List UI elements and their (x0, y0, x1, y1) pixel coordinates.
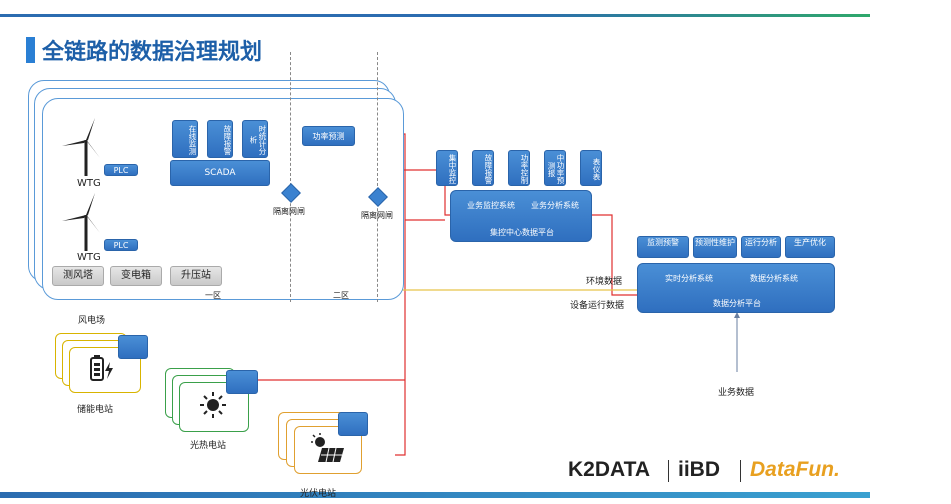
center-module: 中功率预测报 (544, 150, 566, 186)
met-tower-box: 测风塔 (52, 266, 104, 286)
center-platform-label: 集控中心数据平台 (490, 228, 554, 237)
zone2-label: 二区 (333, 291, 349, 300)
plc-box: PLC (104, 239, 138, 251)
k2data-logo: K2DATA (568, 458, 651, 481)
pv-station-label: 光伏电站 (300, 489, 337, 499)
wind-farm-label: 风电场 (78, 316, 106, 326)
business-data-label: 业务数据 (718, 388, 755, 398)
sun-icon (200, 392, 226, 418)
logo-divider (740, 460, 741, 482)
scada-module: 在线监测 (172, 120, 198, 158)
wind-turbine-icon (62, 118, 100, 176)
turbine-label: WTG (77, 252, 101, 263)
zone-divider-1 (290, 52, 291, 302)
data-analysis-system-label: 数据分析系统 (750, 274, 798, 283)
bottom-accent-bar (0, 492, 870, 498)
analytics-module: 运行分析 (741, 236, 781, 258)
scada-box: SCADA (170, 160, 270, 186)
center-module: 表仪表 (580, 150, 602, 186)
data-analysis-platform: 实时分析系统 数据分析系统 数据分析平台 (637, 263, 835, 313)
logo-divider (668, 460, 669, 482)
solar-panel-icon (311, 433, 344, 463)
wind-turbine-icon (62, 193, 100, 251)
booster-station-box: 升压站 (170, 266, 222, 286)
center-module: 故障报警 (472, 150, 494, 186)
analytics-module: 监测预警 (637, 236, 689, 258)
title-marker (26, 37, 35, 63)
scada-module: 时统计分析 (242, 120, 268, 158)
pv-data-box (338, 412, 368, 436)
storage-data-box (118, 335, 148, 359)
top-accent-bar (0, 14, 870, 17)
analytics-module: 预测性维护 (693, 236, 737, 258)
analytics-platform-label: 数据分析平台 (713, 299, 761, 308)
iibd-logo: iiBD (678, 458, 720, 481)
battery-icon (90, 355, 113, 381)
analytics-module: 生产优化 (785, 236, 835, 258)
center-module: 集中监控 (436, 150, 458, 186)
device-data-label: 设备运行数据 (570, 301, 625, 311)
transformer-box: 变电箱 (110, 266, 162, 286)
realtime-analysis-label: 实时分析系统 (665, 274, 713, 283)
plc-box: PLC (104, 164, 138, 176)
center-module: 功率控制 (508, 150, 530, 186)
isolation-gate-label: 隔离网闸 (273, 207, 305, 216)
env-data-label: 环境数据 (586, 277, 623, 287)
storage-station-label: 储能电站 (77, 405, 114, 415)
thermal-station-label: 光热电站 (190, 441, 227, 451)
datafun-logo: DataFun. (750, 458, 840, 481)
scada-module: 故障报警 (207, 120, 233, 158)
analysis-system-label: 业务分析系统 (531, 201, 579, 210)
thermal-data-box (226, 370, 258, 394)
turbine-label: WTG (77, 178, 101, 189)
monitor-system-label: 业务监控系统 (467, 201, 515, 210)
zone-divider-2 (377, 52, 378, 302)
center-data-platform: 业务监控系统 业务分析系统 集控中心数据平台 (450, 190, 592, 242)
zone1-label: 一区 (205, 291, 221, 300)
power-forecast-box: 功率预测 (302, 126, 355, 146)
isolation-gate-label: 隔离网闸 (361, 211, 393, 220)
page-title: 全链路的数据治理规划 (42, 40, 263, 65)
